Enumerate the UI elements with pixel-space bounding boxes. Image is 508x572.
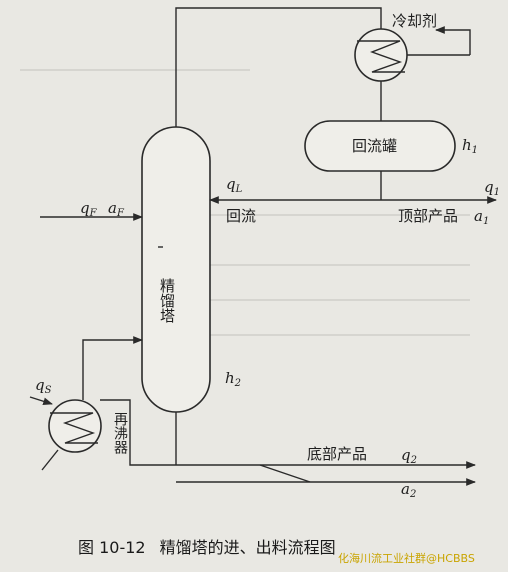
coolant-label: 冷却剂 (392, 12, 437, 30)
h1-label: h1 (462, 136, 478, 156)
qF-label: qF (80, 199, 98, 219)
reflux-label: 回流 (226, 207, 256, 225)
a2-label: a2 (401, 480, 416, 500)
q1-label: q1 (484, 178, 500, 198)
h2-label: h2 (225, 369, 241, 389)
bottom-product-branch (259, 464, 311, 483)
overhead-vapor-line (175, 7, 382, 127)
distillation-column (141, 126, 211, 413)
reboiler-label: 再沸器 (112, 412, 128, 454)
reboiler-drain-line (41, 449, 59, 471)
coolant-arrow (435, 26, 471, 55)
q2-label: q2 (401, 446, 417, 466)
reboiler-feed-line (100, 399, 176, 466)
reflux-drum-label: 回流罐 (352, 137, 397, 155)
steam-in-arrow (29, 396, 53, 406)
top-product-label: 顶部产品 (398, 207, 458, 225)
bottom-product-label: 底部产品 (307, 445, 367, 463)
aF-label: aF (108, 199, 125, 219)
column-label: 精馏塔 (158, 278, 176, 323)
reboiler (48, 399, 102, 453)
reboiler-return-line (82, 336, 143, 400)
watermark: 化海川流工业社群@HCBBS (338, 551, 475, 565)
qL-label: qL (226, 175, 243, 195)
condenser (354, 28, 408, 82)
reflux-drum (304, 120, 456, 172)
background-bleed-through (20, 69, 470, 336)
a1-label: a1 (474, 207, 489, 227)
qS-label: qS (35, 376, 52, 396)
